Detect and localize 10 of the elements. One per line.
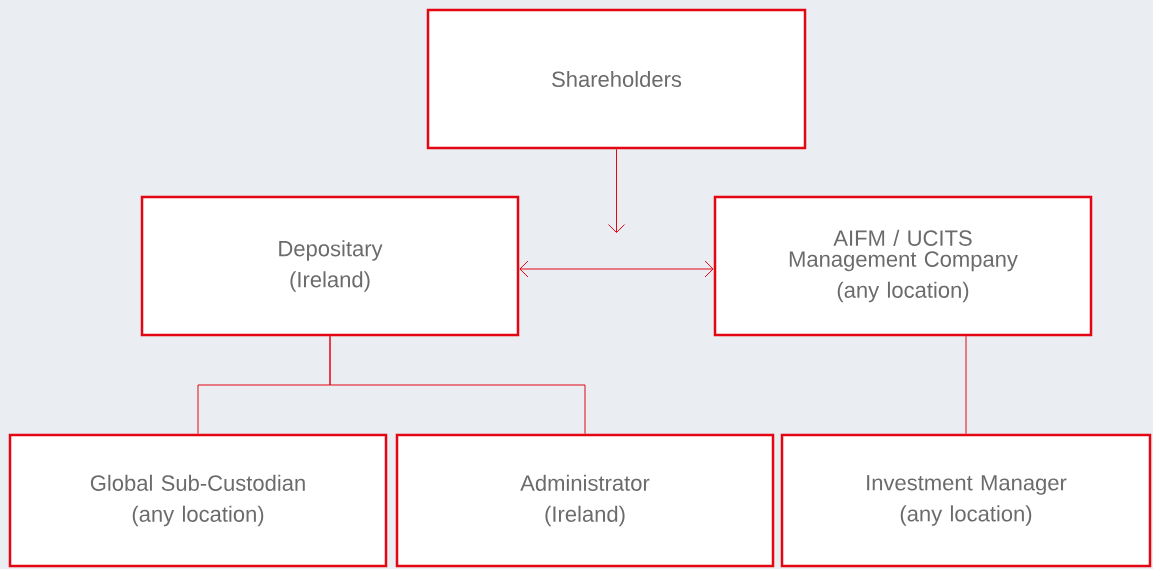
org-box: Investment Manager (any location) bbox=[780, 433, 1152, 568]
org-box: Global Sub-Custodian (any location) bbox=[8, 433, 388, 568]
org-box: Depositary (Ireland) bbox=[140, 195, 520, 337]
connector bbox=[965, 335, 967, 435]
org-box: Shareholders bbox=[426, 8, 807, 150]
org-box: Administrator (Ireland) bbox=[395, 433, 775, 568]
connector bbox=[329, 335, 586, 435]
org-box: AIFM / UCITS Management Company (any location) bbox=[713, 195, 1093, 337]
connector bbox=[608, 148, 625, 234]
connector bbox=[519, 260, 714, 278]
